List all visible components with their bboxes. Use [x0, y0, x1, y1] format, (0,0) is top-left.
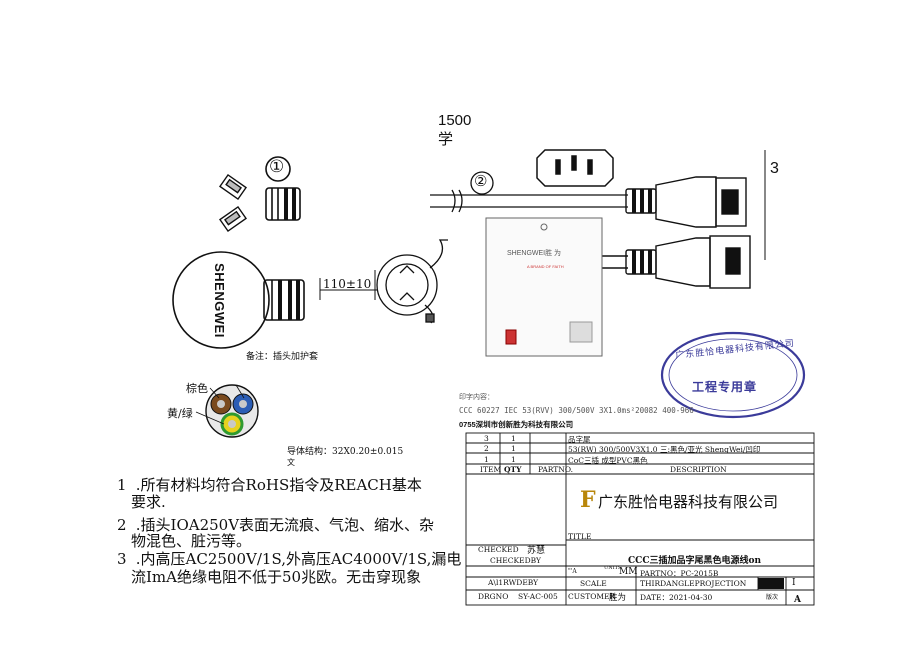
cable-cross-section: [195, 384, 259, 438]
label-brown: 棕色: [186, 382, 208, 395]
bom-cell-desc: CoC三插 成型PVC黑色: [568, 456, 648, 465]
checked-by-label: CHECKEDBY: [490, 556, 541, 565]
bom-cell-item: 3: [484, 434, 489, 443]
callout-2: ②: [474, 172, 488, 190]
conductor-spec: 导体结构：32X0.20±0.015: [287, 447, 404, 457]
print-content-line1: CCC 60227 IEC 53(RVV) 300/500V 3X1.0ms²2…: [459, 406, 699, 415]
note-line: 1 .所有材料均符合RoHS指令及REACH基本: [117, 474, 422, 495]
drgno-value: SY-AC-005: [518, 592, 558, 601]
title-label: TITLE: [568, 532, 592, 541]
note-text: 流ImA绝缘电阻不低于50兆欧。无击穿现象: [131, 568, 422, 586]
note-line: 物混色、脏污等。: [117, 530, 251, 551]
bom-header-qty: QTY: [504, 465, 522, 474]
scale-label: SCALE: [580, 579, 607, 588]
bom-header-desc: DESCRIPTION: [670, 465, 727, 474]
bom-cell-qty: 1: [511, 455, 516, 464]
print-content-heading: 印字内容：: [459, 393, 494, 401]
main-cable: [430, 189, 628, 213]
callout-1: ①: [269, 157, 285, 177]
company-name: 广东胜恰电器科技有限公司: [598, 494, 779, 511]
plug-clip-top-icon: [218, 173, 248, 233]
dimension-110: 110±10: [323, 277, 372, 291]
version-value: A: [794, 595, 801, 605]
note-line: 3 .内高压AC2500V/1S,外高压AC4000V/1S,漏电: [117, 548, 461, 569]
note-text: 要求.: [131, 493, 166, 511]
product-title: CCC三插加品字尾黑色电源线on: [628, 556, 762, 566]
package-bag: [485, 217, 603, 357]
units-value: MM: [619, 567, 638, 577]
note-text: .内高压AC2500V/1S,外高压AC4000V/1S,漏电: [131, 550, 462, 568]
ua-label: "'A: [568, 568, 577, 575]
dimension-unit: 学: [438, 131, 454, 148]
company-logo-icon: F: [580, 487, 596, 513]
callout-3: 3: [770, 160, 779, 177]
checked-label: CHECKED: [478, 545, 519, 554]
strain-relief-1: [265, 156, 301, 221]
note-line: 2 .插头IOA250V表面无流痕、气泡、缩水、杂: [117, 514, 434, 535]
bag-brand: SHENGWEI胜 为: [507, 250, 562, 257]
units-label: UNITS: [604, 565, 622, 571]
c13-socket-face: [536, 149, 614, 187]
date-value: DATE：2021-04-30: [640, 593, 713, 602]
engineering-stamp: [660, 331, 806, 419]
note-text: 物混色、脏污等。: [131, 532, 252, 550]
plug-face: [172, 251, 305, 349]
note-line: 要求.: [117, 491, 166, 512]
bom-cell-item: 2: [484, 444, 489, 453]
dimension-value: 1500: [438, 112, 472, 129]
version-block-fill: [758, 578, 784, 589]
version-label: 版次: [766, 594, 779, 601]
plug-note: 备注：插头加护套: [246, 351, 319, 361]
bom-cell-qty: 1: [511, 434, 516, 443]
bom-header-item: ITEM: [480, 465, 502, 474]
print-content-line2: 0755深圳市创新胜为科技有限公司: [459, 420, 574, 429]
plug-brand-label: SHENGWEI: [211, 263, 227, 338]
callout-2-circle: [470, 171, 494, 195]
checked-name: 苏慧: [527, 546, 546, 556]
stamp-center-text: 工程专用章: [692, 380, 758, 394]
note-text: .插头IOA250V表面无流痕、气泡、缩水、杂: [131, 516, 435, 534]
note-number: 3: [117, 550, 127, 568]
bom-cell-desc: 品字尾: [568, 435, 591, 444]
title-block-frame: [465, 432, 815, 606]
bom-cell-desc: 53(RW) 300/500V3X1.0 三:黑色/亚光 ShengWei/凹印: [568, 445, 761, 454]
note-text: .所有材料均符合RoHS指令及REACH基本: [131, 476, 422, 494]
bom-header-partno: PARTNO.: [538, 465, 573, 474]
drawn-by-label: A\l1RWDEBY: [488, 578, 539, 587]
version-marker: I: [792, 578, 796, 588]
conductor-unit: 文: [287, 458, 295, 467]
connector-top-view: [596, 235, 751, 289]
partno-value: PARTNO：PC-2015B: [640, 569, 719, 578]
dim-110-line: [319, 270, 378, 300]
connector-side-top: [625, 150, 766, 260]
note-number: 2: [117, 516, 127, 534]
cable-coil: [376, 239, 448, 324]
note-line: 流ImA绝缘电阻不低于50兆欧。无击穿现象: [117, 566, 421, 587]
bom-cell-qty: 1: [511, 444, 516, 453]
bag-tagline: A BRAND OF FAITH: [527, 264, 564, 269]
customer-name: 胜为: [609, 593, 627, 603]
note-number: 1: [117, 476, 127, 494]
bom-cell-item: 1: [484, 455, 489, 464]
projection-label: THIRDANGLEPROJECTION: [640, 579, 747, 588]
customer-label: CUSTOMER: [568, 592, 616, 601]
label-yellow-green: 黄/绿: [167, 407, 193, 420]
drgno-label: DRGNO: [478, 592, 509, 601]
dimension-1500: 1500 学: [438, 112, 471, 149]
